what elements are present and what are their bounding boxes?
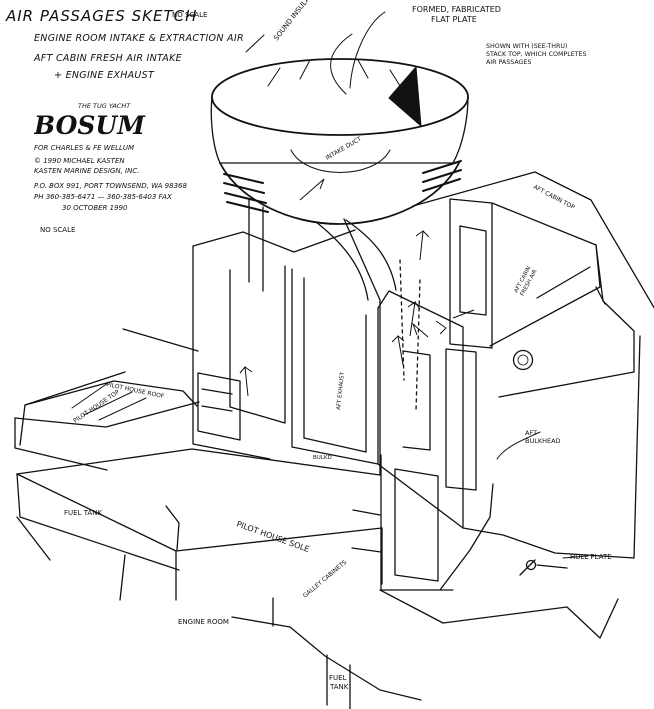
fuel-tank-low-line-1: FUEL [329,674,347,682]
hull-plate-label: HULL PLATE [570,553,612,561]
intake-duct [248,198,397,301]
engine-room-label: ENGINE ROOM [178,618,229,626]
sound-insulation-leader [330,33,353,95]
stack-top-note-line-1: SHOWN WITH (SEE-THRU) [486,43,567,50]
credit-line-6: 30 OCTOBER 1990 [62,204,128,212]
credit-line-5: PH 360-385-6471 — 360-385-6403 FAX [34,193,172,201]
formed-plate-line-2: FLAT PLATE [431,15,477,24]
credit-line-1: FOR CHARLES & FE WELLUM [34,144,135,152]
formed-plate-line-1: FORMED, FABRICATED [412,5,501,14]
bulkhead-lower-label: BULKD [313,455,332,461]
header-line-1: ENGINE ROOM INTAKE & EXTRACTION AIR [34,33,244,44]
intake-duct-label: INTAKE DUCT [325,135,363,161]
aft-bulkhead-line-1: AFT [525,429,537,437]
galley-cabinets [351,454,454,591]
fuel-tank-label: FUEL TANK [64,509,102,517]
stack-top-note: SHOWN WITH (SEE-THRU)STACK TOP, WHICH CO… [486,43,587,66]
galley-cabinets-label: GALLEY CABINETS [302,559,349,600]
logo-tagline: THE TUG YACHT [78,102,131,110]
sketch-title: AIR PASSAGES SKETCH [6,7,198,25]
aft-cabin-fresh-air-label: AFT CABINFRESH AIR [513,265,538,297]
formed-plate-leader [349,11,386,89]
credit-line-2: © 1990 MICHAEL KASTEN [34,157,125,165]
title-scale-note: NO SCALE [172,11,208,19]
hull [231,335,641,701]
aft-exhaust-label: AFT EXHAUST [336,371,346,410]
pilot-house-sole [16,448,383,627]
aft-bulkhead-leader [496,431,541,460]
aft-bulkhead-line-2: BULKHEAD [525,437,561,445]
aft-cabin-top-label: AFT CABIN TOP [532,184,576,212]
aft-cabin-top [412,171,654,398]
credit-scale-note: NO SCALE [40,226,76,234]
pilot-house-top [14,229,356,471]
logo: THE TUG YACHT BOSUM [33,102,170,140]
stack-top [210,34,469,225]
logo-name: BOSUM [34,111,146,140]
logo-wordmark: BOSUM [33,111,146,140]
sound-insulation-label: SOUND INSULATION [272,0,322,42]
hull-plate-leader [562,555,589,559]
stack-top-note-line-2: STACK TOP, WHICH COMPLETES [486,51,587,58]
header-line-3: + ENGINE EXHAUST [54,70,155,81]
fuel-tank-low-line-2: TANK [329,683,349,691]
credit-line-3: KASTEN MARINE DESIGN, INC. [34,167,140,175]
pilot-house-top-label: PILOT HOUSE TOP [72,388,121,424]
central-trunk [192,198,493,529]
air-flow-arrows [239,178,475,397]
header-line-2: AFT CABIN FRESH AIR INTAKE [34,53,182,64]
stack-top-note-line-3: AIR PASSAGES [486,59,531,66]
credit-line-4: P.O. BOX 991, PORT TOWNSEND, WA 98368 [34,182,187,190]
fuel-tank [326,654,351,709]
